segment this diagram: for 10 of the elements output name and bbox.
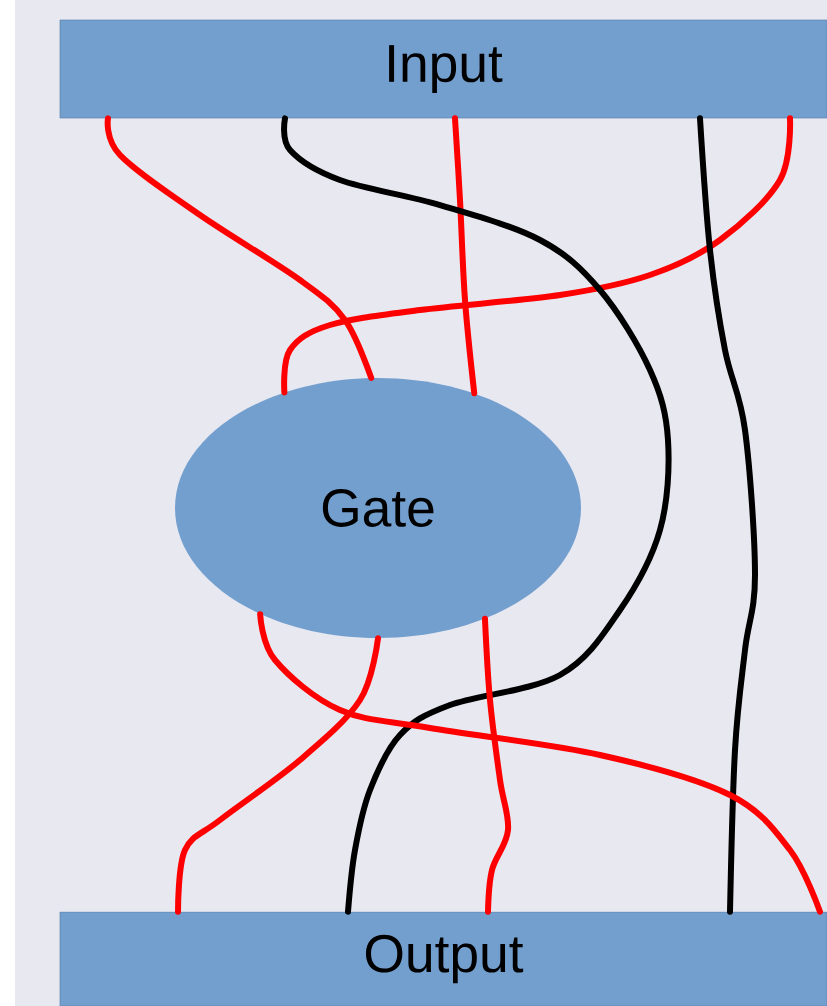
connector-line [104, 115, 375, 381]
connector-line [175, 635, 381, 915]
band-box: Output [59, 911, 827, 1006]
connector-line [697, 115, 758, 915]
connector-line [481, 615, 512, 915]
connector-line [257, 611, 823, 915]
connector-line [281, 115, 794, 396]
connector-line [452, 115, 478, 397]
band-box: Input [59, 19, 827, 119]
connector-line [281, 115, 672, 915]
